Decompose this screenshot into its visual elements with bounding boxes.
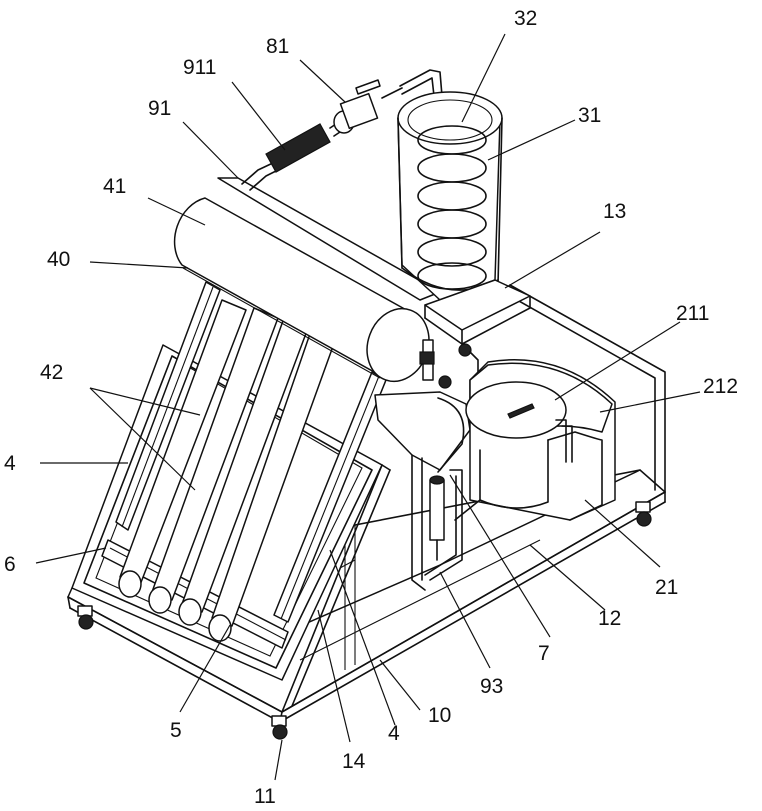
storage-drum: [455, 360, 615, 520]
wheel-rear-right: [636, 502, 651, 526]
label-42: 42: [40, 361, 63, 384]
label-5: 5: [170, 719, 182, 742]
label-81: 81: [266, 35, 289, 58]
label-4-left: 4: [4, 452, 16, 475]
label-91: 91: [148, 97, 171, 120]
label-11: 11: [254, 785, 276, 808]
label-41: 41: [103, 175, 126, 198]
wheel-front-right: [272, 716, 287, 739]
label-21: 21: [655, 576, 678, 599]
label-32: 32: [514, 7, 537, 30]
label-6: 6: [4, 553, 16, 576]
label-13: 13: [603, 200, 626, 223]
label-211: 211: [676, 302, 709, 325]
wheel-front-left: [78, 606, 93, 629]
label-14: 14: [342, 750, 366, 773]
label-7: 7: [538, 642, 550, 665]
label-212: 212: [703, 375, 738, 398]
insulation-sleeve: [266, 124, 330, 172]
heat-exchanger: [398, 92, 502, 300]
label-31: 31: [578, 104, 601, 127]
label-12: 12: [598, 607, 621, 630]
label-40: 40: [47, 248, 70, 271]
label-911: 911: [183, 56, 216, 79]
label-4-bottom: 4: [388, 722, 400, 745]
outlet-pipe: [242, 120, 346, 190]
label-93: 93: [480, 675, 503, 698]
label-10: 10: [428, 704, 451, 727]
